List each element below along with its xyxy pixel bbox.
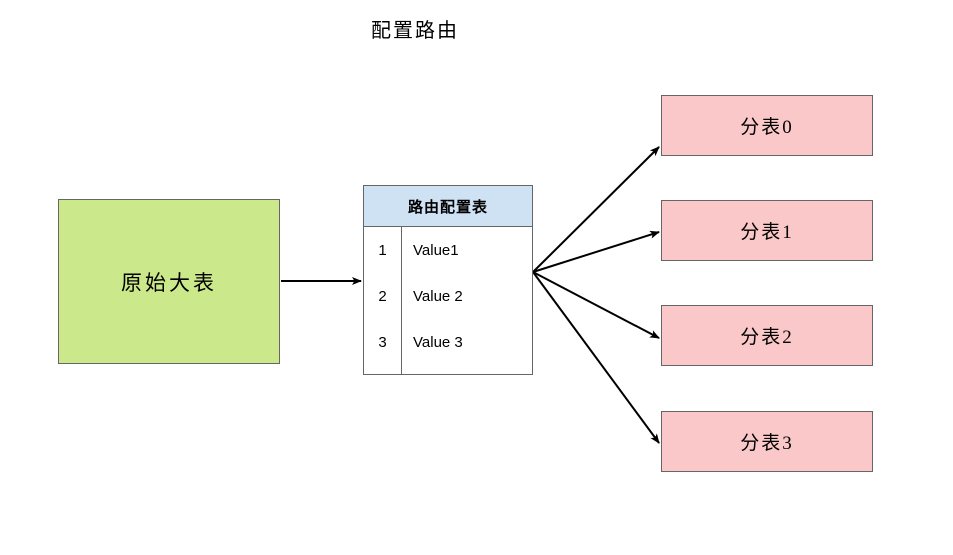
route-row-value: Value 3 xyxy=(413,333,463,351)
shard-table-node-1[interactable]: 分表1 xyxy=(661,200,873,261)
route-config-table[interactable]: 路由配置表 1 Value1 2 Value 2 3 Value 3 xyxy=(363,185,533,375)
shard-table-label: 分表1 xyxy=(740,222,794,243)
shard-table-node-2[interactable]: 分表2 xyxy=(661,305,873,366)
connector-table-to-shard-1 xyxy=(532,230,660,273)
route-table-header: 路由配置表 xyxy=(364,186,532,227)
route-row-key: 2 xyxy=(378,287,387,305)
shard-table-label: 分表0 xyxy=(740,117,794,138)
source-table-label: 原始大表 xyxy=(121,270,217,295)
shard-table-label: 分表3 xyxy=(740,433,794,454)
shard-table-label: 分表2 xyxy=(740,327,794,348)
table-row[interactable]: 1 Value1 xyxy=(364,227,532,273)
shard-table-node-0[interactable]: 分表0 xyxy=(661,95,873,156)
table-row[interactable]: 2 Value 2 xyxy=(364,273,532,319)
diagram-title: 配置路由 xyxy=(371,20,459,42)
source-table-node[interactable]: 原始大表 xyxy=(58,199,280,364)
route-row-key: 3 xyxy=(378,333,387,351)
route-row-value: Value1 xyxy=(413,241,459,259)
connector-table-to-shard-0 xyxy=(532,146,660,273)
route-table-column-divider xyxy=(401,227,402,375)
route-row-value: Value 2 xyxy=(413,287,463,305)
connector-table-to-shard-2 xyxy=(532,271,660,339)
table-row[interactable]: 3 Value 3 xyxy=(364,319,532,365)
shard-table-node-3[interactable]: 分表3 xyxy=(661,411,873,472)
route-row-key: 1 xyxy=(378,241,387,259)
connector-table-to-shard-3 xyxy=(532,271,660,444)
